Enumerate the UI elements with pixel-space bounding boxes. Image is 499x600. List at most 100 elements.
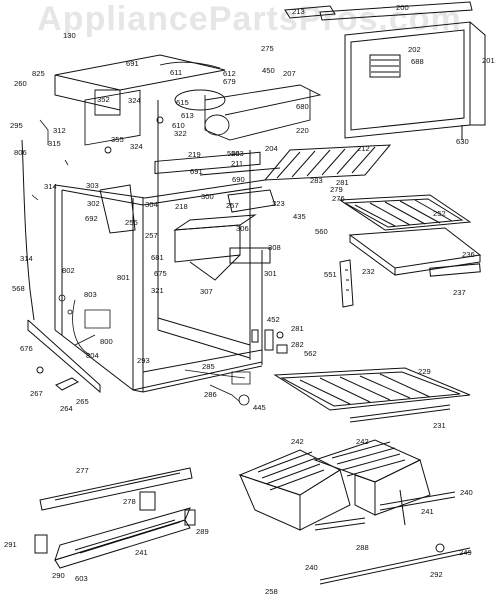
part-label: 237 (453, 288, 466, 297)
part-label: 285 (202, 362, 215, 371)
crisper-left (240, 450, 350, 530)
part-label: 275 (261, 44, 274, 53)
part-label: 435 (293, 212, 306, 221)
part-label: 240 (460, 488, 473, 497)
part-label: 281 (291, 324, 304, 333)
part-label: 314 (20, 254, 33, 263)
bottom-rail (40, 468, 192, 510)
part-label: 290 (52, 571, 65, 580)
part-label: 303 (86, 181, 99, 190)
rail-232 (340, 260, 353, 307)
part-label: 308 (268, 243, 281, 252)
freezer-door (285, 2, 485, 140)
part-label: 289 (196, 527, 209, 536)
part-label: 265 (76, 397, 89, 406)
part-label: 680 (296, 102, 309, 111)
part-label: 315 (48, 139, 61, 148)
grille (35, 492, 195, 568)
part-label: 281 (336, 178, 349, 187)
part-label: 803 (84, 290, 97, 299)
crisper-cover (340, 195, 480, 276)
part-label: 241 (421, 507, 434, 516)
part-label: 566 (227, 149, 240, 158)
part-label: 257 (145, 231, 158, 240)
part-label: 211 (231, 159, 244, 168)
wiring-harness (32, 120, 110, 355)
part-label: 302 (87, 199, 100, 208)
part-label: 249 (459, 548, 472, 557)
part-label: 203 (231, 149, 244, 158)
part-label: 286 (204, 390, 217, 399)
part-label: 241 (135, 548, 148, 557)
part-label: 314 (44, 182, 57, 191)
part-label: 229 (418, 367, 431, 376)
crisper-right (315, 440, 430, 515)
part-label: 630 (456, 137, 469, 146)
part-label: 679 (223, 77, 236, 86)
part-label: 688 (411, 57, 424, 66)
part-label: 568 (12, 284, 25, 293)
part-label: 291 (4, 540, 17, 549)
part-label: 692 (85, 214, 98, 223)
part-label: 610 (172, 121, 185, 130)
part-label: 219 (188, 150, 201, 159)
part-label: 312 (53, 126, 66, 135)
part-label: 562 (304, 349, 317, 358)
part-label: 202 (408, 45, 421, 54)
part-label: 267 (30, 389, 43, 398)
part-label: 800 (100, 337, 113, 346)
part-label: 200 (396, 3, 409, 12)
part-label: 282 (291, 340, 304, 349)
part-label: 278 (123, 497, 136, 506)
part-label: 283 (310, 176, 323, 185)
part-label: 825 (32, 69, 45, 78)
part-label: 681 (151, 253, 164, 262)
part-label: 676 (20, 344, 33, 353)
part-label: 691 (126, 59, 139, 68)
part-label: 218 (175, 202, 188, 211)
part-label: 256 (125, 218, 138, 227)
part-label: 307 (200, 287, 213, 296)
part-label: 201 (482, 56, 495, 65)
part-label: 324 (128, 96, 141, 105)
part-label: 603 (75, 574, 88, 583)
part-label: 450 (262, 66, 275, 75)
freezer-shelf (265, 145, 390, 180)
part-label: 277 (76, 466, 89, 475)
part-label: 264 (60, 404, 73, 413)
part-label: 613 (181, 111, 194, 120)
part-label: 691 (190, 167, 203, 176)
control-housing (100, 152, 280, 280)
part-label: 130 (63, 31, 76, 40)
part-label: 240 (305, 563, 318, 572)
part-label: 352 (97, 95, 110, 104)
part-label: 675 (154, 269, 167, 278)
part-label: 304 (145, 200, 158, 209)
fresh-food-shelf (275, 368, 470, 422)
part-label: 288 (356, 543, 369, 552)
part-label: 232 (362, 267, 375, 276)
part-label: 690 (232, 175, 245, 184)
part-label: 257 (226, 201, 239, 210)
part-label: 276 (332, 194, 345, 203)
part-label: 452 (267, 315, 280, 324)
part-label: 615 (176, 98, 189, 107)
part-label: 806 (14, 148, 27, 157)
part-label: 258 (265, 587, 278, 596)
part-label: 355 (111, 135, 124, 144)
part-label: 323 (272, 199, 285, 208)
part-label: 242 (356, 437, 369, 446)
part-label: 801 (117, 273, 130, 282)
part-label: 324 (130, 142, 143, 151)
part-label: 279 (330, 185, 343, 194)
part-label: 612 (223, 69, 236, 78)
part-label: 611 (170, 68, 183, 77)
part-label: 301 (264, 269, 277, 278)
part-label: 242 (291, 437, 304, 446)
part-label: 560 (315, 227, 328, 236)
part-label: 236 (462, 250, 475, 259)
part-label: 300 (201, 192, 214, 201)
part-label: 306 (236, 224, 249, 233)
part-label: 292 (430, 570, 443, 579)
